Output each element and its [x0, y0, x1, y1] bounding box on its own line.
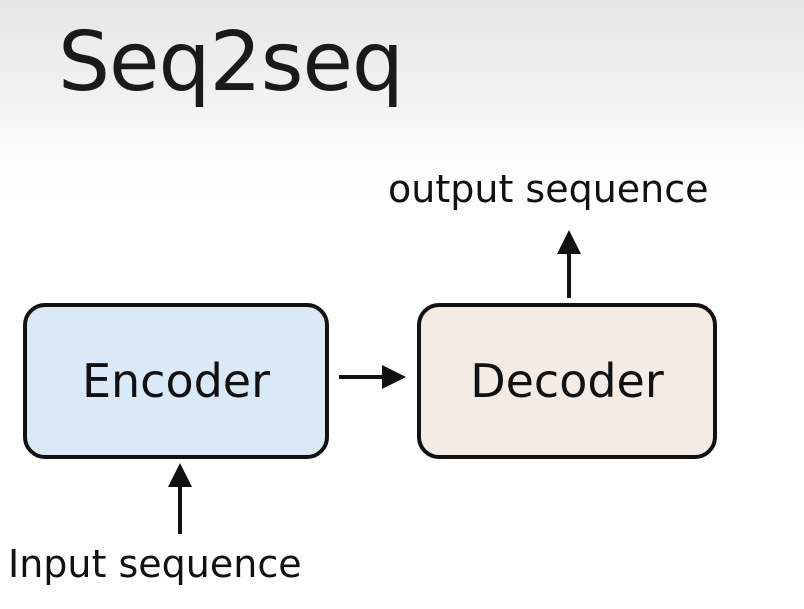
- encoder-label: Encoder: [81, 354, 271, 408]
- decoder-label: Decoder: [470, 354, 664, 408]
- output-sequence-label: output sequence: [388, 167, 709, 211]
- slide-title: Seq2seq: [58, 15, 404, 110]
- encoder-box: Encoder: [23, 303, 329, 459]
- input-sequence-label: Input sequence: [8, 542, 302, 586]
- decoder-box: Decoder: [417, 303, 717, 459]
